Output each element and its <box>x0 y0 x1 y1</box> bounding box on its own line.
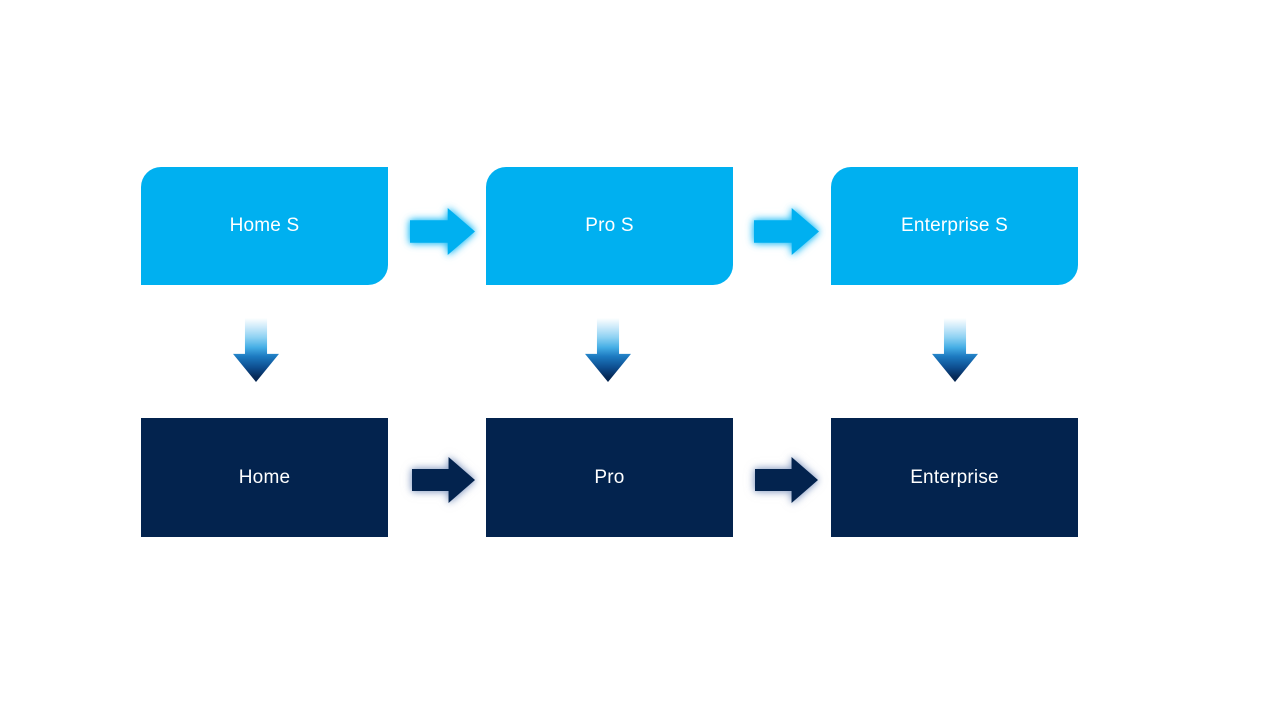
node-label: Enterprise <box>910 466 999 488</box>
node-label: Home <box>238 466 291 488</box>
arrow-right-shape <box>412 457 475 503</box>
node-home: Home <box>141 418 388 537</box>
arrow-right-shape <box>410 208 475 255</box>
arrow-right-icon <box>754 208 819 255</box>
arrow-down-icon <box>585 318 631 382</box>
node-enterprise: Enterprise <box>831 418 1078 537</box>
node-label: Home S <box>229 215 300 236</box>
node-pro: Pro <box>486 418 733 537</box>
arrow-down-icon <box>932 318 978 382</box>
node-label: Enterprise S <box>901 215 1008 236</box>
arrow-right-shape <box>754 208 819 255</box>
node-pro-s: Pro S <box>486 167 733 285</box>
arrow-down-icon <box>233 318 279 382</box>
arrow-right-icon <box>410 208 475 255</box>
node-label: Pro S <box>585 215 634 236</box>
arrow-right-shape <box>755 457 818 503</box>
arrow-right-icon <box>755 457 818 503</box>
node-enterprise-s: Enterprise S <box>831 167 1078 285</box>
node-home-s: Home S <box>141 167 388 285</box>
node-label: Pro <box>594 466 625 488</box>
arrow-right-icon <box>412 457 475 503</box>
